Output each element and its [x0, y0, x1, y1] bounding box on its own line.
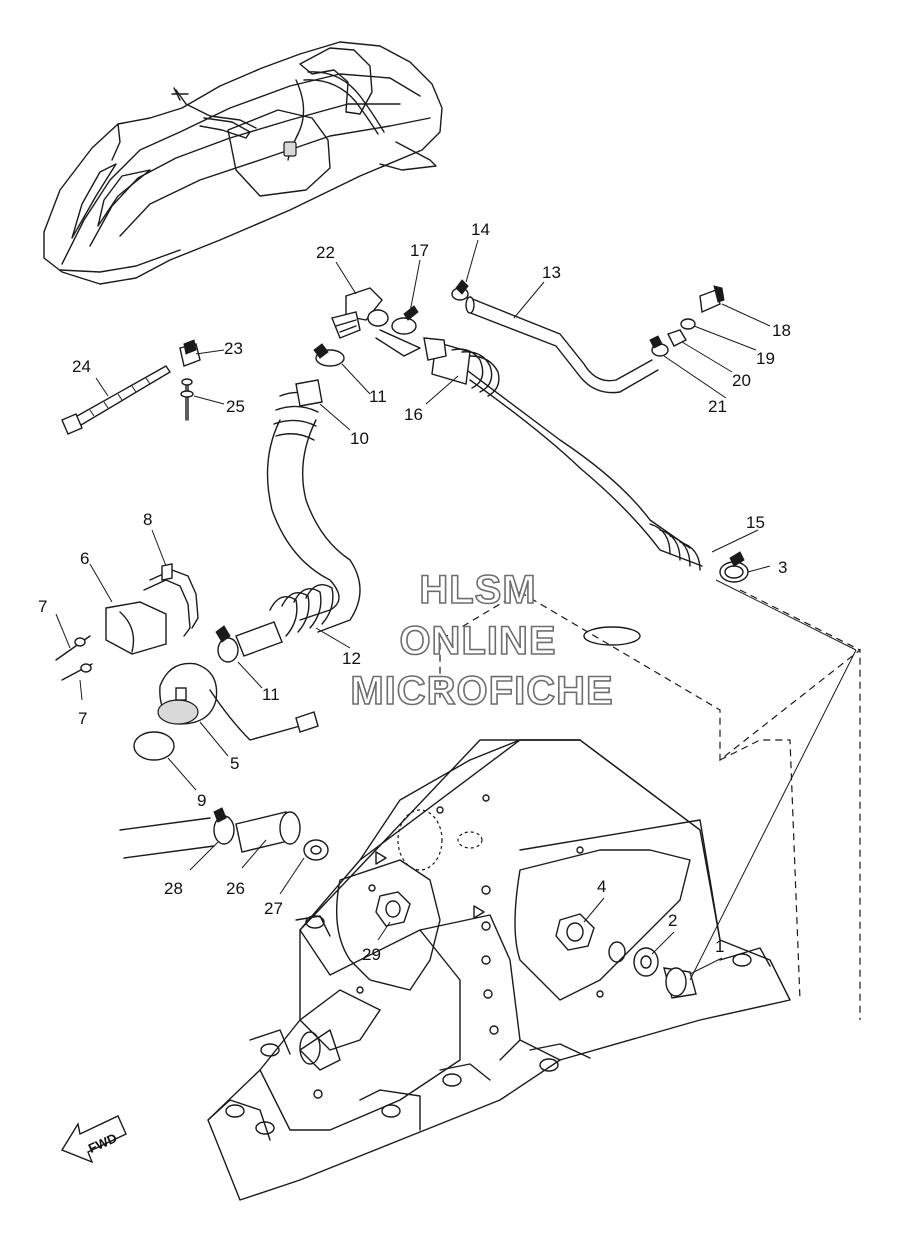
watermark: HLSM ONLINE MICROFICHE	[350, 567, 614, 714]
watermark-line-2: ONLINE	[399, 619, 556, 663]
part-27-washer	[303, 839, 329, 861]
engine-bed	[207, 739, 791, 1201]
part-3-clamp	[719, 551, 749, 583]
callout-27: 27	[264, 899, 283, 918]
callout-3: 3	[778, 558, 787, 577]
part-19-washer	[680, 318, 696, 330]
part-24-cable-tie	[61, 365, 171, 435]
part-21-clamp	[649, 335, 669, 357]
callout-13: 13	[542, 263, 561, 282]
part-6-holder	[105, 601, 167, 655]
callout-15: 15	[746, 513, 765, 532]
callout-21: 21	[708, 397, 727, 416]
part-17-clamp	[391, 305, 419, 335]
hose-16	[423, 337, 703, 571]
callout-24: 24	[72, 357, 91, 376]
part-2-washer	[633, 947, 659, 977]
part-7-screw-upper	[55, 635, 91, 661]
part-8-bracket	[143, 563, 199, 637]
hull-outline	[439, 589, 861, 1020]
part-25-rivet	[180, 378, 194, 421]
part-5-pump	[157, 662, 319, 741]
callout-labels: 1 2 3 4 5 6 7 7 8 9 10 11 11 12 13 14 15…	[38, 220, 791, 964]
part-20-nut	[667, 329, 687, 347]
part-11-clamp-bottom	[215, 625, 239, 663]
callout-5: 5	[230, 754, 239, 773]
callout-14: 14	[471, 220, 490, 239]
callout-18: 18	[772, 321, 791, 340]
watermark-line-1: HLSM	[419, 568, 536, 612]
part-9-cap	[133, 731, 175, 761]
callout-7b: 7	[78, 709, 87, 728]
callout-6: 6	[80, 549, 89, 568]
callout-23: 23	[224, 339, 243, 358]
hose-13	[465, 296, 659, 394]
part-28-hose-clamp	[119, 807, 235, 859]
leader-lines	[55, 239, 857, 981]
hose-10-12	[235, 379, 361, 657]
callout-25: 25	[226, 397, 245, 416]
callout-19: 19	[756, 349, 775, 368]
callout-11b: 11	[262, 685, 280, 704]
callout-12: 12	[342, 649, 361, 668]
callout-22: 22	[316, 243, 335, 262]
part-7-screw-lower	[61, 663, 93, 681]
callout-9: 9	[197, 791, 206, 810]
watercraft-thumbnail	[43, 41, 443, 285]
callout-26: 26	[226, 879, 245, 898]
callout-8: 8	[143, 510, 152, 529]
fwd-arrow-icon: FWD	[60, 1115, 127, 1164]
callout-20: 20	[732, 371, 751, 390]
callout-4: 4	[597, 877, 606, 896]
callout-17: 17	[410, 241, 429, 260]
callout-29: 29	[362, 945, 381, 964]
callout-2: 2	[668, 911, 677, 930]
watermark-line-3: MICROFICHE	[350, 669, 613, 713]
part-4-nut	[555, 913, 595, 951]
callout-11a: 11	[369, 387, 387, 406]
part-14-clamp	[451, 279, 469, 301]
part-23-clip	[179, 339, 201, 367]
part-29-nut	[375, 891, 411, 927]
callout-28: 28	[164, 879, 183, 898]
part-26-fitting	[235, 811, 301, 853]
part-22-fitting	[331, 287, 421, 357]
part-11-clamp-top	[313, 343, 345, 367]
callout-10: 10	[350, 429, 369, 448]
part-1-nipple	[663, 967, 697, 999]
callout-16: 16	[404, 405, 423, 424]
part-18-nipple	[699, 285, 725, 314]
callout-7a: 7	[38, 597, 47, 616]
callout-1: 1	[715, 937, 724, 956]
